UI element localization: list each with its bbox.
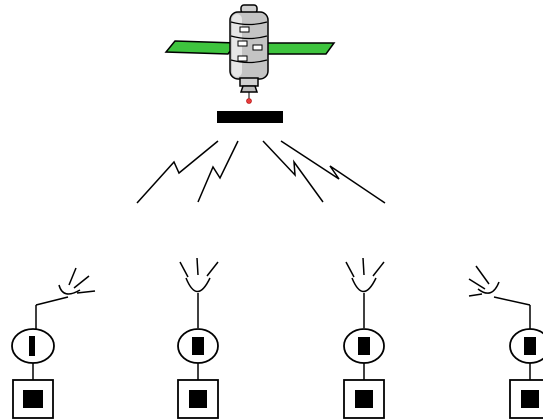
signal-bolt bbox=[280, 140, 386, 204]
signal-bolt bbox=[136, 140, 219, 204]
satellite-beacon bbox=[246, 98, 252, 104]
left-solar-panel bbox=[164, 40, 238, 55]
satellite-icon bbox=[164, 4, 336, 104]
antenna-dish-icon bbox=[345, 257, 385, 328]
uplink-bar bbox=[217, 111, 283, 123]
ground-station bbox=[343, 257, 385, 419]
signal-bolts bbox=[136, 140, 386, 204]
signal-bolt bbox=[197, 140, 239, 203]
right-solar-panel bbox=[257, 42, 336, 55]
antenna-dish-icon bbox=[468, 265, 531, 306]
ground-station bbox=[11, 267, 96, 419]
signal-bolt bbox=[262, 140, 324, 203]
ground-station bbox=[177, 257, 219, 419]
antenna-dish-icon bbox=[179, 257, 219, 328]
antenna-dish-icon bbox=[35, 267, 96, 306]
ground-station bbox=[468, 265, 543, 419]
